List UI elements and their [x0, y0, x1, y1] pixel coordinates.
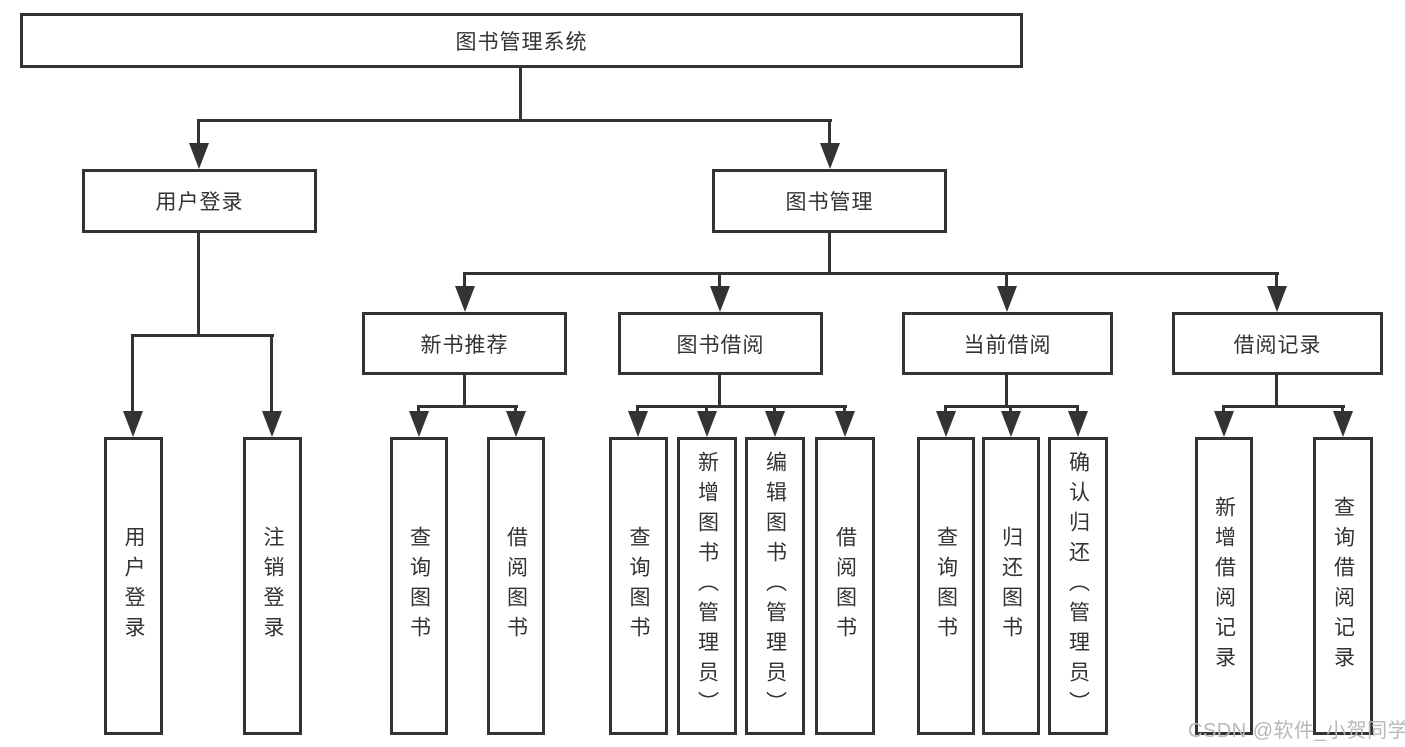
connector-vline: [131, 334, 134, 415]
connector-vline: [463, 374, 466, 407]
leaf-user-login: 用户登录: [104, 437, 163, 735]
connector-vline: [197, 119, 200, 147]
connector-vline: [705, 405, 708, 415]
connector-vline: [636, 405, 639, 415]
node-label: 用户登录: [155, 191, 244, 214]
node-label: 新书推荐: [420, 333, 509, 357]
node-label: 图书管理: [785, 191, 874, 214]
leaf-label: 编辑图书（管理员）: [763, 451, 787, 721]
node-book-management: 图书管理: [712, 169, 947, 233]
node-current-borrowing: 当前借阅: [902, 312, 1113, 375]
connector-vline: [463, 272, 466, 290]
arrowhead-down-icon: [820, 143, 840, 169]
connector-vline: [773, 405, 776, 415]
arrowhead-down-icon: [189, 143, 209, 169]
arrowhead-down-icon: [455, 286, 475, 312]
leaf-add-books-admin: 新增图书（管理员）: [677, 437, 737, 735]
csdn-watermark: CSDN @软件_小贺同学: [1188, 720, 1405, 742]
arrowhead-down-icon: [506, 411, 526, 437]
node-label: 当前借阅: [963, 333, 1052, 357]
leaf-label: 注销登录: [261, 526, 284, 646]
node-new-book-recommend: 新书推荐: [362, 312, 567, 375]
leaf-label: 用户登录: [122, 526, 145, 646]
leaf-label: 新增图书（管理员）: [695, 451, 719, 721]
leaf-label: 查询图书: [934, 526, 958, 646]
arrowhead-down-icon: [1214, 411, 1234, 437]
connector-vline: [514, 405, 517, 415]
node-book-borrowing: 图书借阅: [618, 312, 823, 375]
node-library-management-system: 图书管理系统: [20, 13, 1023, 68]
arrowhead-down-icon: [409, 411, 429, 437]
leaf-add-borrow-record: 新增借阅记录: [1195, 437, 1253, 735]
connector-vline: [1005, 272, 1008, 290]
connector-vline: [1341, 405, 1344, 415]
connector-vline: [1005, 374, 1008, 407]
arrowhead-down-icon: [997, 286, 1017, 312]
connector-vline: [1076, 405, 1079, 415]
leaf-label: 新增借阅记录: [1212, 496, 1236, 676]
leaf-label: 借阅图书: [504, 526, 528, 646]
connector-vline: [1275, 374, 1278, 407]
arrowhead-down-icon: [1333, 411, 1353, 437]
connector-vline: [519, 68, 522, 121]
leaf-borrow-books: 借阅图书: [815, 437, 875, 735]
node-borrowing-records: 借阅记录: [1172, 312, 1383, 375]
arrowhead-down-icon: [765, 411, 785, 437]
node-user-login: 用户登录: [82, 169, 317, 233]
connector-hline: [636, 405, 847, 408]
connector-vline: [718, 374, 721, 407]
leaf-label: 查询借阅记录: [1331, 496, 1355, 676]
leaf-return-books: 归还图书: [982, 437, 1040, 735]
node-label: 图书管理系统: [455, 30, 588, 54]
connector-vline: [197, 233, 200, 336]
arrowhead-down-icon: [1267, 286, 1287, 312]
arrowhead-down-icon: [710, 286, 730, 312]
arrowhead-down-icon: [936, 411, 956, 437]
node-label: 借阅记录: [1233, 333, 1322, 357]
connector-hline: [417, 405, 518, 408]
leaf-edit-books-admin: 编辑图书（管理员）: [745, 437, 805, 735]
connector-vline: [1275, 272, 1278, 290]
arrowhead-down-icon: [123, 411, 143, 437]
connector-hline: [198, 119, 832, 122]
leaf-query-borrow-record: 查询借阅记录: [1313, 437, 1373, 735]
leaf-logout: 注销登录: [243, 437, 302, 735]
leaf-label: 查询图书: [627, 526, 650, 646]
leaf-query-books-borrow: 查询图书: [609, 437, 668, 735]
connector-vline: [270, 334, 273, 415]
connector-vline: [417, 405, 420, 415]
arrowhead-down-icon: [262, 411, 282, 437]
arrowhead-down-icon: [697, 411, 717, 437]
connector-vline: [843, 405, 846, 415]
leaf-label: 借阅图书: [833, 526, 857, 646]
connector-vline: [944, 405, 947, 415]
leaf-query-books-current: 查询图书: [917, 437, 975, 735]
arrowhead-down-icon: [628, 411, 648, 437]
node-label: 图书借阅: [676, 333, 765, 357]
connector-hline: [463, 272, 1279, 275]
leaf-borrow-books-recommend: 借阅图书: [487, 437, 545, 735]
connector-hline: [1222, 405, 1345, 408]
connector-hline: [131, 334, 274, 337]
connector-vline: [718, 272, 721, 290]
connector-vline: [1222, 405, 1225, 415]
arrowhead-down-icon: [1001, 411, 1021, 437]
leaf-label: 确认归还（管理员）: [1066, 451, 1090, 721]
leaf-query-books-recommend: 查询图书: [390, 437, 448, 735]
connector-vline: [828, 119, 831, 147]
leaf-confirm-return-admin: 确认归还（管理员）: [1048, 437, 1108, 735]
connector-vline: [828, 233, 831, 274]
leaf-label: 查询图书: [407, 526, 431, 646]
connector-vline: [1009, 405, 1012, 415]
arrowhead-down-icon: [1068, 411, 1088, 437]
arrowhead-down-icon: [835, 411, 855, 437]
leaf-label: 归还图书: [999, 526, 1023, 646]
